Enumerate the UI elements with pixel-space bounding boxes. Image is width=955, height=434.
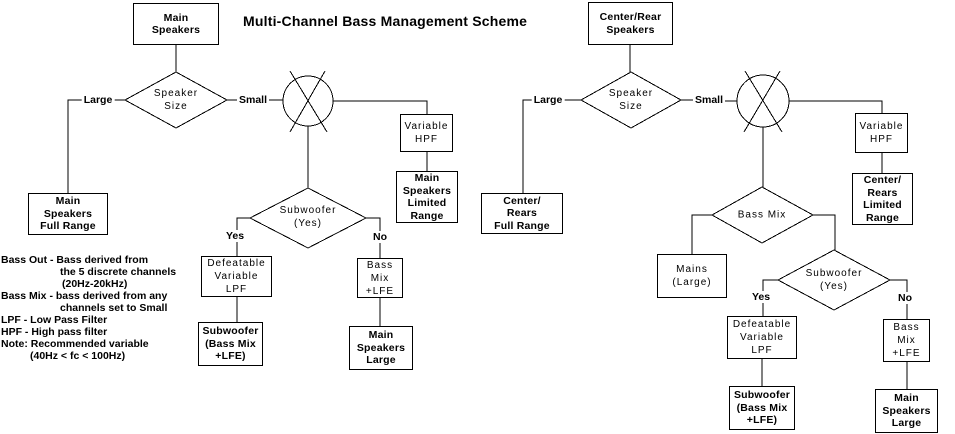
- node-variable-hpf-right: Variable HPF: [855, 113, 908, 153]
- legend-line: Note: Recommended variable: [1, 338, 149, 350]
- node-mains-large: Mains (Large): [657, 254, 727, 298]
- connector-line: [236, 217, 250, 256]
- connector-line: [366, 217, 381, 258]
- legend-line: (20Hz-20kHz): [62, 278, 128, 290]
- node-main-speakers-large-right: Main Speakers Large: [875, 389, 938, 433]
- legend-line: channels set to Small: [60, 302, 168, 314]
- node-variable-hpf-left: Variable HPF: [400, 114, 453, 152]
- legend-line: HPF - High pass filter: [1, 326, 108, 338]
- connector-line: [691, 214, 712, 254]
- node-main-speakers-full-range: Main Speakers Full Range: [28, 193, 108, 235]
- node-bass-mix-lfe-right: Bass Mix +LFE: [883, 319, 930, 362]
- mixer-sum-icon: [736, 70, 790, 133]
- branch-label-no-right: No: [896, 292, 914, 304]
- legend-line: LPF - Low Pass Filter: [1, 314, 108, 326]
- branch-label-large-left: Large: [81, 94, 115, 106]
- mixer-sum-icon: [282, 70, 334, 133]
- connector-line: [333, 100, 428, 114]
- decision-speaker-size-left: Speaker Size: [153, 88, 199, 112]
- connector-line: [813, 214, 836, 250]
- legend-line: the 5 discrete channels: [60, 266, 177, 278]
- connector-line: [890, 279, 908, 319]
- node-main-speakers-limited-range: Main Speakers Limited Range: [396, 171, 458, 223]
- decision-diamond: [710, 186, 815, 244]
- connector-line: [762, 279, 778, 316]
- legend-line: Bass Mix - bass derived from any: [1, 290, 168, 302]
- branch-label-large-right: Large: [531, 94, 565, 106]
- decision-subwoofer-right: Subwoofer (Yes): [805, 268, 863, 292]
- connector-line: [522, 99, 581, 193]
- connector-line: [67, 99, 125, 193]
- node-subwoofer-output-right: Subwoofer (Bass Mix +LFE): [729, 386, 795, 430]
- branch-label-small-left: Small: [236, 94, 270, 106]
- node-center-rears-limited-range: Center/ Rears Limited Range: [852, 173, 913, 225]
- branch-label-no-left: No: [371, 231, 389, 243]
- node-defeatable-lpf-right: Defeatable Variable LPF: [727, 316, 797, 359]
- diagram-title: Multi-Channel Bass Management Scheme: [243, 13, 528, 29]
- node-main-speakers: Main Speakers: [133, 3, 219, 45]
- decision-speaker-size-right: Speaker Size: [608, 88, 654, 112]
- branch-label-small-right: Small: [692, 94, 726, 106]
- decision-diamond: [123, 71, 229, 129]
- decision-subwoofer-left: Subwoofer (Yes): [279, 205, 337, 229]
- decision-diamond: [248, 187, 368, 249]
- node-defeatable-lpf-left: Defeatable Variable LPF: [201, 256, 272, 297]
- connector-line: [789, 100, 883, 113]
- decision-diamond: [579, 71, 683, 129]
- decision-bass-mix: Bass Mix: [737, 209, 787, 221]
- decision-diamond: [776, 249, 892, 311]
- node-main-speakers-large-left: Main Speakers Large: [349, 326, 413, 370]
- branch-label-yes-left: Yes: [223, 230, 247, 242]
- legend-line: Bass Out - Bass derived from: [1, 254, 149, 266]
- branch-label-yes-right: Yes: [749, 291, 773, 303]
- node-bass-mix-lfe-left: Bass Mix +LFE: [357, 258, 403, 298]
- node-subwoofer-output-left: Subwoofer (Bass Mix +LFE): [198, 322, 263, 366]
- node-center-rear-speakers: Center/Rear Speakers: [588, 2, 673, 45]
- legend-line: (40Hz < fc < 100Hz): [30, 350, 126, 362]
- node-center-rears-full-range: Center/ Rears Full Range: [481, 193, 563, 234]
